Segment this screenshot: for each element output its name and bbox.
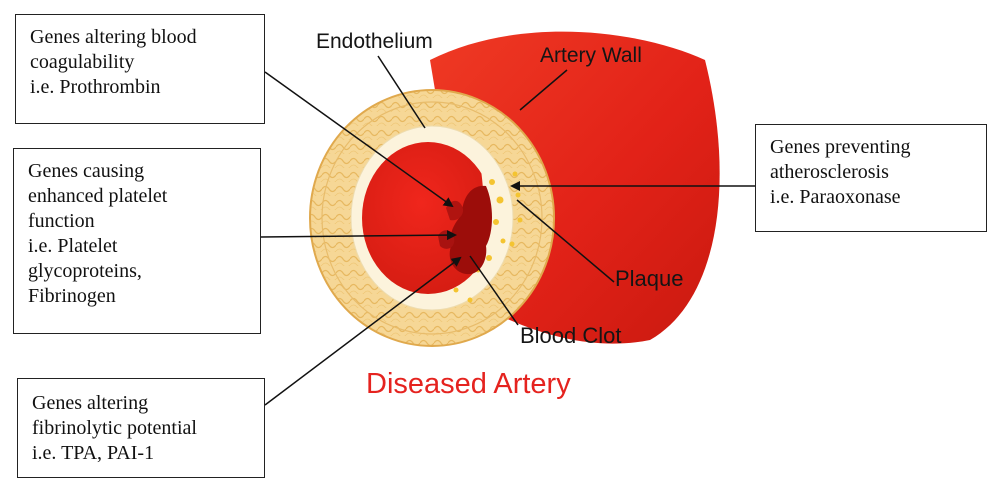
endothelium-label: Endothelium <box>316 30 433 54</box>
platelet-genes-box: Genes causing enhanced platelet function… <box>13 148 261 334</box>
diagram-title: Diseased Artery <box>366 368 571 401</box>
plaque-label: Plaque <box>615 266 684 292</box>
artery-wall-label: Artery Wall <box>540 44 642 68</box>
blood-clot-label: Blood Clot <box>520 323 622 349</box>
coagulability-genes-box: Genes altering blood coagulability i.e. … <box>15 14 265 124</box>
atherosclerosis-prevention-genes-box: Genes preventing atherosclerosis i.e. Pa… <box>755 124 987 232</box>
fibrinolytic-genes-box: Genes altering fibrinolytic potential i.… <box>17 378 265 478</box>
